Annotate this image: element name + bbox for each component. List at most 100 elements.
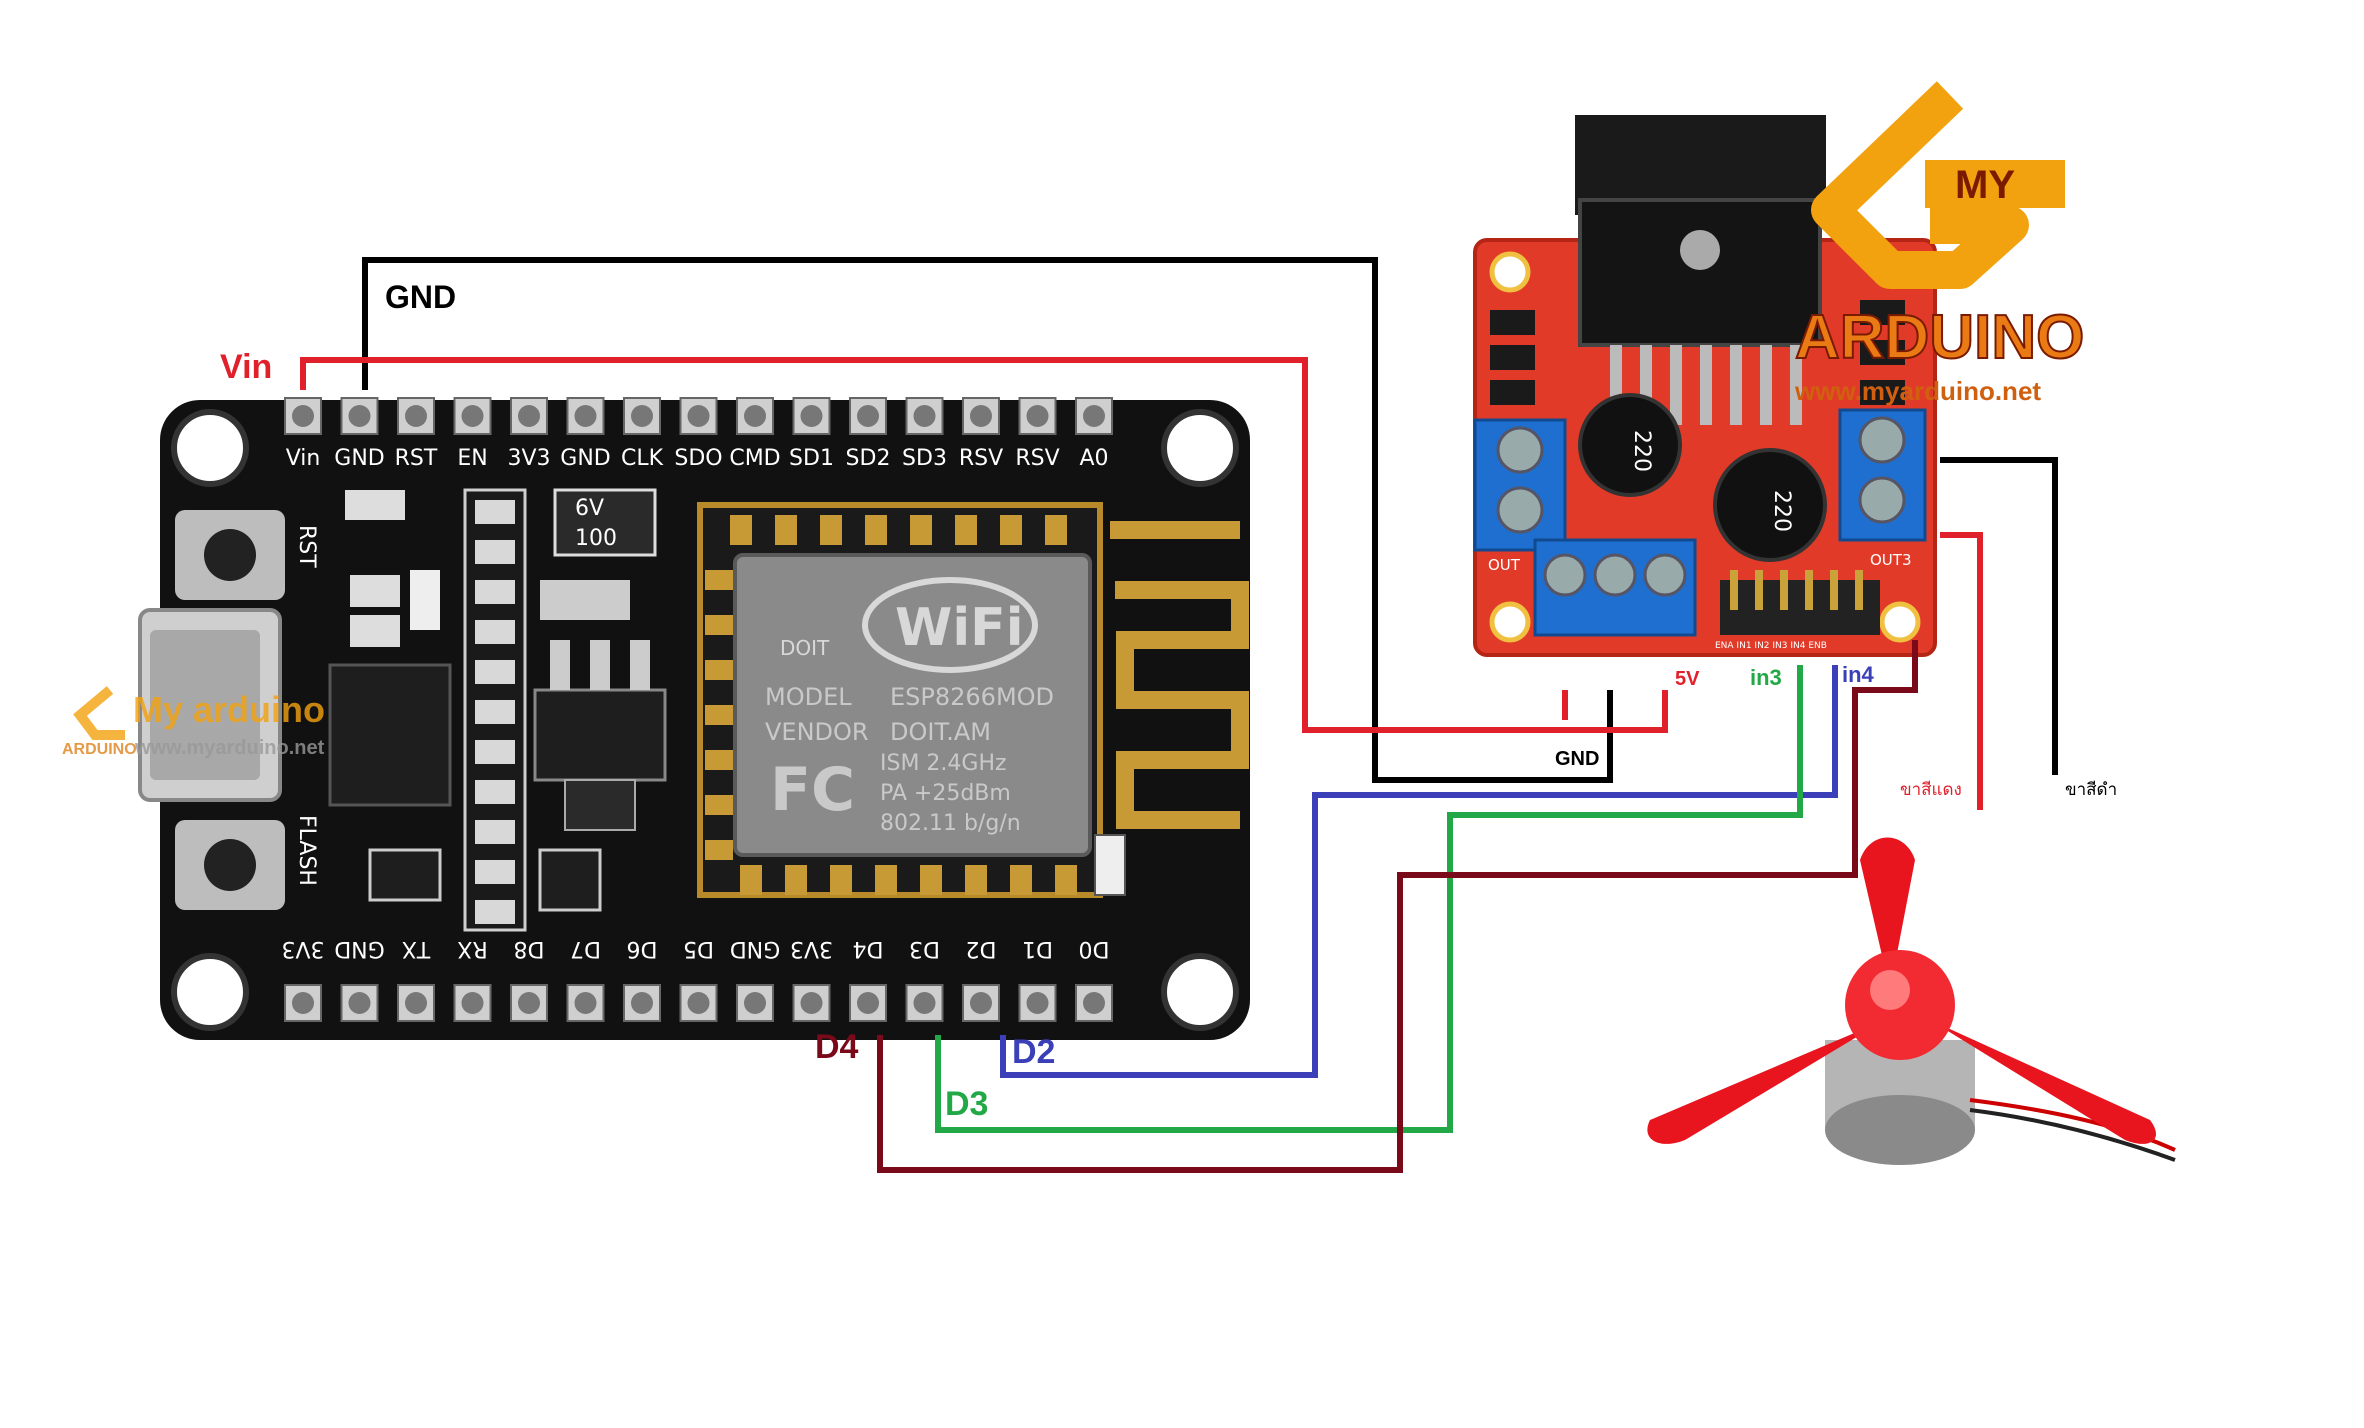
usb-serial-chip — [328, 663, 452, 807]
wire-gnd — [362, 257, 1613, 783]
bottom-pin-label: RX — [457, 936, 487, 961]
top-pin-label: SD3 — [902, 446, 947, 471]
logo-url: www.myarduino.net — [1794, 376, 2041, 406]
bottom-pin-rx-3: RX — [453, 936, 492, 1022]
top-pin-rst-2: RST — [395, 397, 438, 471]
label-gnd-mid: GND — [1555, 748, 1599, 770]
bottom-pin-label: D3 — [909, 936, 940, 961]
wires — [300, 257, 2058, 1173]
watermark-logo-word: ARDUINO — [62, 741, 137, 758]
bottom-pin-3v3-9: 3V3 — [790, 936, 833, 1022]
top-pin-sd2-10: SD2 — [846, 397, 891, 471]
svg-text:220: 220 — [1629, 430, 1654, 472]
terminal-out3-out4 — [1838, 408, 1927, 542]
module-pads — [705, 515, 1077, 895]
bottom-pin-label: D7 — [570, 936, 601, 961]
wire-motor-red — [1940, 532, 1983, 810]
svg-text:6V: 6V — [575, 496, 604, 521]
bottom-pin-label: D8 — [514, 936, 545, 961]
bottom-pin-label: D5 — [683, 936, 714, 961]
top-pin-label: 3V3 — [507, 446, 550, 471]
bottom-pin-tx-2: TX — [397, 936, 435, 1022]
bottom-pin-label: 3V3 — [281, 936, 324, 961]
label-5v: 5V — [1675, 668, 1700, 690]
top-pin-gnd-5: GND — [560, 397, 611, 471]
svg-text:802.11 b/g/n: 802.11 b/g/n — [880, 811, 1021, 836]
watermark-brand: My arduino — [133, 689, 325, 730]
bottom-pin-label: D1 — [1022, 936, 1053, 961]
flash-label: FLASH — [294, 815, 319, 886]
fc-mark: FC — [770, 755, 855, 825]
top-pin-label: GND — [560, 446, 610, 471]
top-pin-sdo-7: SDO — [674, 397, 723, 471]
bottom-header: 3V3 GND TX RX D8 D7 D6 D5 GND 3V3 D4 D3 D2 D1 D0 — [281, 936, 1113, 1022]
bottom-pin-label: 3V3 — [790, 936, 833, 961]
wire-d3 — [935, 665, 1803, 1133]
bottom-pin-d5-7: D5 — [679, 936, 718, 1022]
svg-text:ISM 2.4GHz: ISM 2.4GHz — [880, 751, 1007, 776]
top-pin-label: SDO — [674, 446, 722, 471]
terminal-out1-out2 — [1473, 418, 1567, 552]
top-pin-label: RSV — [1015, 446, 1059, 471]
bottom-pin-d6-6: D6 — [623, 936, 661, 1022]
logo-my: MY — [1955, 163, 2015, 207]
top-pin-gnd-1: GND — [334, 397, 385, 471]
label-gnd-top: GND — [385, 279, 456, 315]
capacitor — [553, 488, 657, 557]
bottom-pin-d1-13: D1 — [1018, 936, 1057, 1022]
bottom-pin-label: D0 — [1079, 936, 1110, 961]
top-pin-label: EN — [457, 446, 487, 471]
header-pin-labels: ENA IN1 IN2 IN3 IN4 ENB — [1715, 641, 1827, 651]
label-d2: D2 — [1012, 1033, 1055, 1071]
top-pin-label: RSV — [959, 446, 1003, 471]
top-pin-rsv-13: RSV — [1015, 397, 1060, 471]
top-pin-3v3-4: 3V3 — [507, 397, 551, 471]
doit-label: DOIT — [780, 636, 830, 660]
wire-d2 — [1000, 665, 1838, 1078]
bottom-pin-gnd-1: GND — [334, 936, 385, 1022]
bottom-pin-d8-4: D8 — [510, 936, 548, 1022]
wire-vin — [300, 357, 1668, 733]
terminal-power — [1533, 538, 1697, 637]
voltage-regulator — [540, 580, 630, 620]
bottom-pin-label: D4 — [853, 936, 884, 961]
nodemcu-board: RST FLASH 6V 100 — [138, 397, 1250, 1040]
top-pin-label: CMD — [729, 446, 780, 471]
capacitor-a: 220 — [1578, 393, 1682, 497]
top-pin-vin-0: Vin — [284, 397, 322, 471]
logo-word: ARDUINO — [1795, 303, 2084, 372]
bottom-pin-label: TX — [402, 936, 432, 961]
bottom-pin-gnd-8: GND — [730, 936, 780, 1022]
motor-fan — [1595, 830, 2180, 1225]
control-header — [1720, 580, 1880, 635]
svg-text:ESP8266MOD: ESP8266MOD — [890, 683, 1054, 711]
top-pin-clk-6: CLK — [621, 397, 664, 471]
svg-text:OUT3: OUT3 — [1870, 551, 1912, 569]
svg-text:DOIT.AM: DOIT.AM — [890, 718, 991, 746]
svg-text:VENDOR: VENDOR — [765, 718, 869, 746]
watermark-url: www.myarduino.net — [134, 737, 325, 759]
top-pin-label: SD1 — [789, 446, 834, 471]
label-red-wire: ขาสีแดง — [1900, 780, 1962, 800]
l298n-board: 220 220 OUT OUT3 — [1473, 115, 1937, 657]
bottom-pin-d2-12: D2 — [962, 936, 1000, 1022]
label-d3: D3 — [945, 1085, 988, 1123]
pcb-antenna — [1110, 521, 1249, 829]
svg-text:MODEL: MODEL — [765, 683, 852, 711]
top-pin-cmd-8: CMD — [729, 397, 781, 471]
top-pin-label: GND — [334, 446, 384, 471]
top-pin-label: CLK — [621, 446, 664, 471]
wire-motor-black — [1940, 457, 2058, 775]
bottom-pin-label: GND — [334, 936, 384, 961]
top-pin-label: SD2 — [846, 446, 891, 471]
capacitor-b: 220 — [1713, 448, 1827, 562]
top-pin-label: A0 — [1079, 446, 1108, 471]
bottom-pin-label: GND — [730, 936, 780, 961]
svg-text:PA +25dBm: PA +25dBm — [880, 781, 1011, 806]
label-in3: in3 — [1750, 665, 1782, 690]
label-vin: Vin — [220, 348, 272, 386]
label-black-wire: ขาสีดำ — [2065, 780, 2117, 800]
top-pin-rsv-12: RSV — [959, 397, 1003, 471]
label-in4: in4 — [1842, 662, 1875, 687]
